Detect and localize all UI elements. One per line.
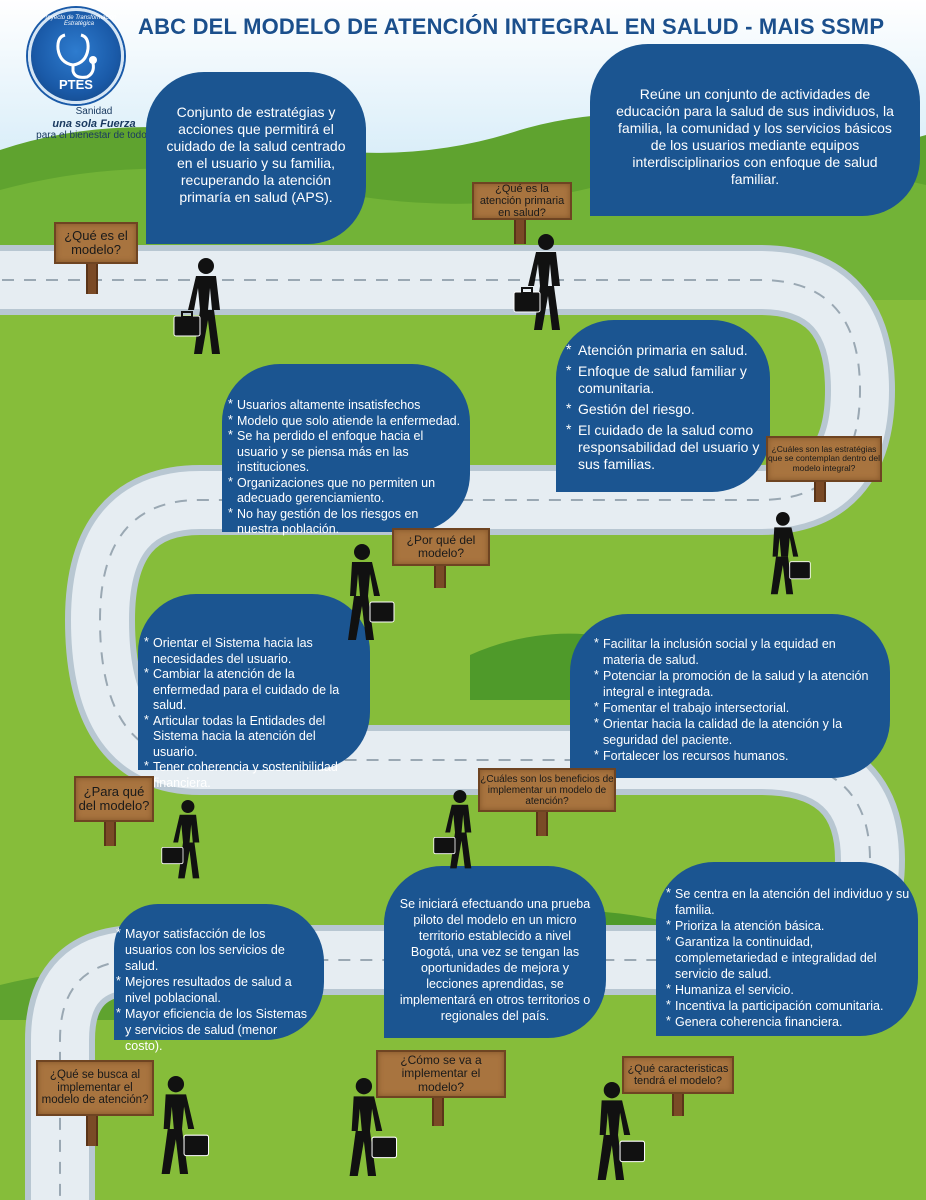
- sign-para-que: ¿Para qué del modelo?: [74, 776, 154, 846]
- sign-post: [536, 810, 548, 836]
- list-item: Tener coherencia y sostenibilidad financ…: [144, 759, 362, 791]
- list-item: Se centra en la atención del individuo y…: [666, 885, 910, 918]
- sign-post: [432, 1096, 444, 1126]
- walker-figure-icon: [161, 800, 200, 879]
- bubble-que-se-busca: Mayor satisfacción de los usuarios con l…: [114, 904, 324, 1053]
- sign-post: [434, 564, 446, 588]
- list-item: Cambiar la atención de la enfermedad par…: [144, 666, 362, 714]
- list-item: Enfoque de salud familiar y comunitaria.: [566, 362, 760, 397]
- sign-que-se-busca: ¿Qué se busca al implementar el modelo d…: [36, 1060, 154, 1146]
- list-item: Facilitar la inclusión social y la equid…: [594, 635, 878, 668]
- bubble-estrategias: Atención primaria en salud. Enfoque de s…: [556, 320, 770, 492]
- bubble-para-que: Orientar el Sistema hacia las necesidade…: [138, 594, 370, 790]
- list-para-que: Orientar el Sistema hacia las necesidade…: [144, 635, 362, 791]
- list-item: Mayor eficiencia de los Sistemas y servi…: [116, 1005, 316, 1054]
- sign-aps: ¿Qué es la atención primaria en salud?: [472, 182, 572, 244]
- list-item: Articular todas la Entidades del Sistema…: [144, 713, 362, 761]
- sign-post: [814, 480, 826, 502]
- list-que-se-busca: Mayor satisfacción de los usuarios con l…: [116, 925, 316, 1054]
- bubble-caracteristicas: Se centra en la atención del individuo y…: [656, 862, 918, 1036]
- sign-board: ¿Cuáles son las estratégias que se conte…: [766, 436, 882, 482]
- list-item: Garantiza la continuidad, complemetaried…: [666, 933, 910, 982]
- list-item: Potenciar la promoción de la salud y la …: [594, 667, 878, 700]
- list-item: Mayor satisfacción de los usuarios con l…: [116, 925, 316, 974]
- list-item: Atención primaria en salud.: [566, 341, 760, 359]
- bubble-que-es: Conjunto de estratégias y acciones que p…: [146, 72, 366, 244]
- bubble-beneficios: Facilitar la inclusión social y la equid…: [570, 614, 890, 778]
- walker-figure-icon: [433, 790, 472, 869]
- walker-figure-icon: [513, 234, 560, 330]
- sign-post: [104, 820, 116, 846]
- list-item: Orientar el Sistema hacia las necesidade…: [144, 635, 362, 667]
- list-item: Prioriza la atención básica.: [666, 917, 910, 934]
- sign-board: ¿Cómo se va a implementar el modelo?: [376, 1050, 506, 1098]
- list-estrategias: Atención primaria en salud. Enfoque de s…: [566, 341, 760, 473]
- bubble-por-que: Usuarios altamente insatisfechos Modelo …: [222, 364, 470, 536]
- list-item: Gestión del riesgo.: [566, 400, 760, 418]
- sign-board: ¿Para qué del modelo?: [74, 776, 154, 822]
- bubble-como: Se iniciará efectuando una prueba piloto…: [384, 866, 606, 1038]
- list-item: Mejores resultados de salud a nivel pobl…: [116, 973, 316, 1006]
- sign-post: [86, 1114, 98, 1146]
- sign-board: ¿Cuáles son los beneficios de implementa…: [478, 768, 616, 812]
- list-item: Se ha perdido el enfoque hacia el usuari…: [228, 428, 462, 476]
- logo-arc-text: Proyecto de Transformación Estratégica: [41, 15, 117, 27]
- walker-figure-icon: [349, 1078, 398, 1176]
- sign-caracteristicas: ¿Qué caracteristicas tendrá el modelo?: [622, 1056, 734, 1116]
- walker-figure-icon: [770, 512, 811, 595]
- walker-figure-icon: [597, 1082, 646, 1180]
- logo-label: PTES: [59, 77, 93, 92]
- list-item: Humaniza el servicio.: [666, 981, 910, 998]
- list-item: Organizaciones que no permiten un adecua…: [228, 475, 462, 507]
- sign-estrategias: ¿Cuáles son las estratégias que se conte…: [766, 436, 882, 502]
- slogan-line-2: una sola Fuerza: [52, 118, 136, 130]
- sign-como: ¿Cómo se va a implementar el modelo?: [376, 1050, 506, 1126]
- sign-por-que: ¿Por qué del modelo?: [392, 528, 490, 588]
- list-item: Fortalecer los recursos humanos.: [594, 747, 878, 764]
- ptes-logo: Proyecto de Transformación Estratégica P…: [28, 8, 124, 104]
- walker-figure-icon: [348, 544, 395, 640]
- slogan: Sanidad una sola Fuerza para el bienesta…: [34, 106, 154, 142]
- sign-board: ¿Por qué del modelo?: [392, 528, 490, 566]
- slogan-line-1: Sanidad: [75, 106, 113, 117]
- sign-board: ¿Qué es el modelo?: [54, 222, 138, 264]
- sign-beneficios: ¿Cuáles son los beneficios de implementa…: [478, 768, 616, 836]
- sign-que-es: ¿Qué es el modelo?: [54, 222, 138, 294]
- sign-post: [672, 1092, 684, 1116]
- sign-post: [514, 218, 526, 244]
- sign-board: ¿Qué se busca al implementar el modelo d…: [36, 1060, 154, 1116]
- list-por-que: Usuarios altamente insatisfechos Modelo …: [228, 397, 462, 538]
- walker-figure-icon: [161, 1076, 210, 1174]
- bubble-aps: Reúne un conjunto de actividades de educ…: [590, 44, 920, 216]
- list-item: Orientar hacia la calidad de la atención…: [594, 715, 878, 748]
- list-item: Usuarios altamente insatisfechos: [228, 397, 462, 414]
- list-caracteristicas: Se centra en la atención del individuo y…: [666, 885, 910, 1030]
- list-item: Incentiva la participación comunitaria.: [666, 997, 910, 1014]
- list-item: Modelo que solo atiende la enfermedad.: [228, 413, 462, 430]
- walker-figure-icon: [173, 258, 220, 354]
- list-item: Genera coherencia financiera.: [666, 1013, 910, 1030]
- sign-post: [86, 262, 98, 294]
- slogan-line-3: para el bienestar de todos: [36, 130, 152, 141]
- page-title: ABC DEL MODELO DE ATENCIÓN INTEGRAL EN S…: [138, 14, 885, 39]
- list-item: El cuidado de la salud como responsabili…: [566, 421, 760, 473]
- sign-board: ¿Qué es la atención primaria en salud?: [472, 182, 572, 220]
- list-beneficios: Facilitar la inclusión social y la equid…: [594, 635, 878, 764]
- list-item: Fomentar el trabajo intersectorial.: [594, 699, 878, 716]
- sign-board: ¿Qué caracteristicas tendrá el modelo?: [622, 1056, 734, 1094]
- stethoscope-icon: [56, 33, 97, 79]
- list-item: No hay gestión de los riesgos en nuestra…: [228, 506, 462, 538]
